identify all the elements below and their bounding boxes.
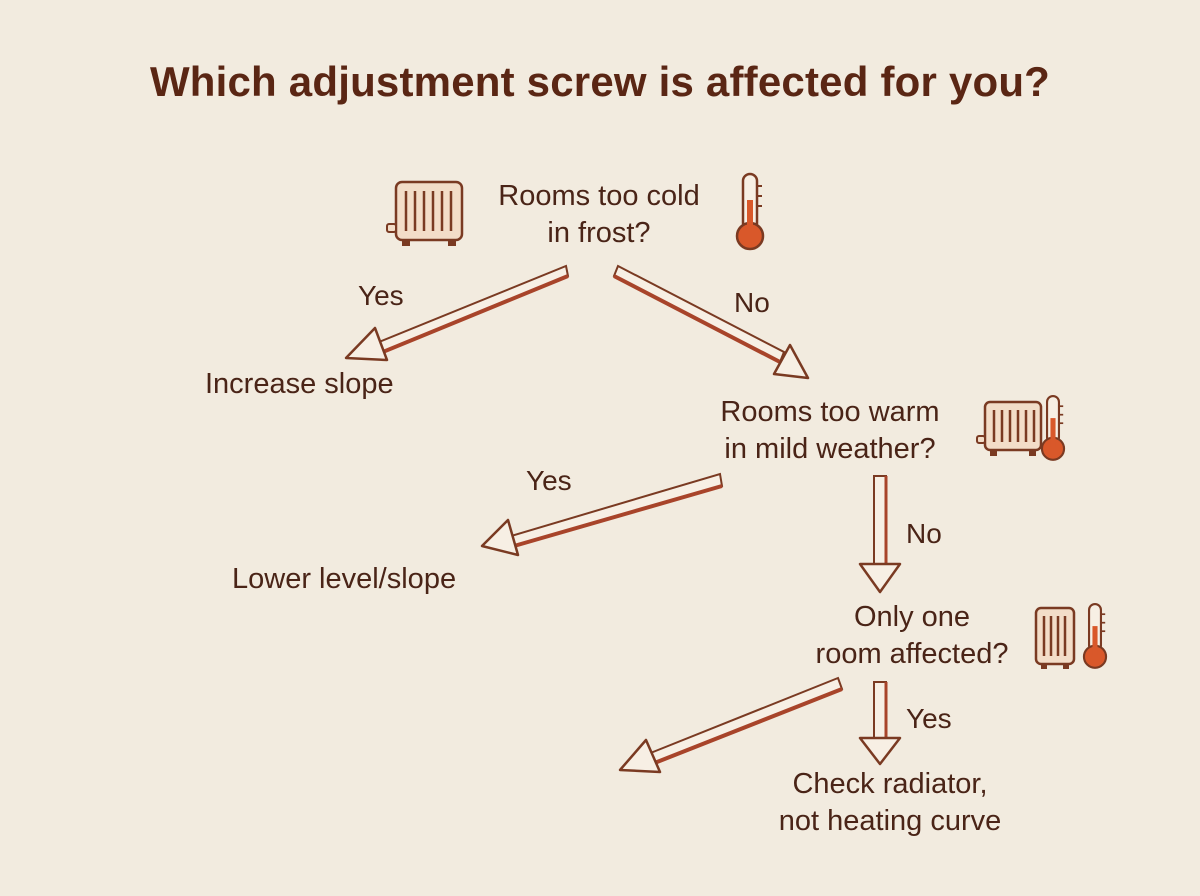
thermometer-icon <box>735 172 765 251</box>
result-check-radiator: Check radiator, not heating curve <box>778 768 1002 837</box>
edge-label-q3-yes: Yes <box>906 703 952 734</box>
result-lower-level-slope: Lower level/slope <box>232 563 457 595</box>
question-only-one-room: Only one room affected? <box>815 601 1009 670</box>
edge-label-q2-yes: Yes <box>526 465 572 496</box>
result-increase-slope: Increase slope <box>205 368 394 400</box>
arrow-q3-no <box>618 676 844 774</box>
radiator-icon <box>975 400 1043 458</box>
question-rooms-too-cold: Rooms too cold in frost? <box>498 180 700 249</box>
edge-label-q2-no: No <box>906 518 942 549</box>
arrow-q2-no <box>858 475 902 594</box>
edge-label-q1-no: No <box>734 287 770 318</box>
arrow-q1-yes <box>344 264 570 362</box>
arrow-q2-yes <box>480 472 724 557</box>
radiator-icon <box>385 180 464 248</box>
edge-label-q1-yes: Yes <box>358 280 404 311</box>
arrow-q1-no <box>612 264 810 380</box>
question-rooms-too-warm: Rooms too warm in mild weather? <box>720 396 940 465</box>
arrow-q3-yes <box>858 681 902 766</box>
thermometer-icon <box>1040 394 1066 461</box>
thermometer-icon <box>1082 602 1108 669</box>
page-title: Which adjustment screw is affected for y… <box>149 58 1051 105</box>
